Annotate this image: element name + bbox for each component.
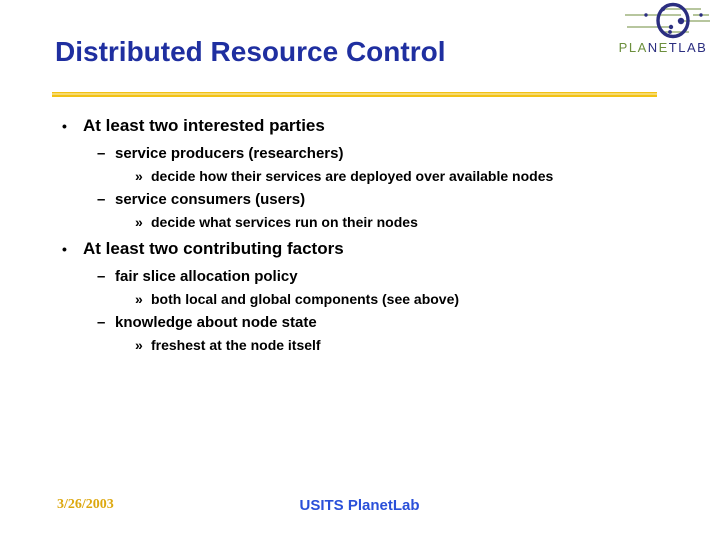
page-title: Distributed Resource Control xyxy=(55,36,446,67)
planetlab-logo: PLANETLAB xyxy=(607,2,719,55)
footer-date: 3/26/2003 xyxy=(57,497,114,512)
bullet-item-level-3: » freshest at the node itself xyxy=(55,334,685,357)
bullet-text: At least two interested parties xyxy=(83,116,325,135)
bullet-item-level-3: » both local and global components (see a… xyxy=(55,288,685,311)
bullet-marker: » xyxy=(135,214,143,230)
gold-divider xyxy=(52,92,657,97)
bullet-item-level-2: –fair slice allocation policy xyxy=(55,265,685,288)
bullet-item-level-2: –knowledge about node state xyxy=(55,311,685,334)
wordmark-letter: L xyxy=(678,40,687,55)
wordmark-letter: B xyxy=(697,40,708,55)
bullet-item-level-3: » decide how their services are deployed … xyxy=(55,165,685,188)
bullet-text: service producers (researchers) xyxy=(115,145,344,162)
bullet-list: •At least two interested parties–service… xyxy=(55,114,685,357)
bullet-item-level-1: • At least two contributing factors xyxy=(55,237,685,261)
bullet-marker: • xyxy=(62,241,67,257)
bullet-text: decide how their services are deployed o… xyxy=(151,168,554,184)
wordmark-letter: E xyxy=(658,40,669,55)
bullet-text: knowledge about node state xyxy=(115,314,317,331)
planetlab-wordmark: PLANETLAB xyxy=(607,40,719,55)
bullet-marker: – xyxy=(97,268,106,285)
bullet-marker: » xyxy=(135,168,143,184)
bullet-item-level-2: –service consumers (users) xyxy=(55,188,685,211)
bullet-item-level-1: • At least two interested parties xyxy=(55,114,685,138)
wordmark-letter: P xyxy=(618,40,629,55)
bullet-text: service consumers (users) xyxy=(115,191,306,208)
bullet-text: fair slice allocation policy xyxy=(115,268,298,285)
bullet-marker: – xyxy=(97,314,106,331)
planetlab-network-icon xyxy=(625,2,710,39)
bullet-text: decide what services run on their nodes xyxy=(151,214,418,230)
wordmark-letter: A xyxy=(637,40,648,55)
bullet-marker: • xyxy=(62,118,67,134)
bullet-marker: – xyxy=(97,191,106,208)
bullet-marker: – xyxy=(97,145,106,162)
bullet-marker: » xyxy=(135,337,143,353)
footer-center-text: USITS PlanetLab xyxy=(299,497,420,514)
wordmark-letter: N xyxy=(647,40,659,55)
wordmark-letter: L xyxy=(628,40,638,55)
bullet-text: freshest at the node itself xyxy=(151,337,321,353)
bullet-text: At least two contributing factors xyxy=(83,239,344,258)
bullet-marker: » xyxy=(135,291,143,307)
bullet-item-level-3: » decide what services run on their nodes xyxy=(55,211,685,234)
bullet-text: both local and global components (see ab… xyxy=(151,291,460,307)
wordmark-letter: A xyxy=(686,40,698,55)
wordmark-letter: T xyxy=(668,40,679,55)
bullet-item-level-2: –service producers (researchers) xyxy=(55,142,685,165)
